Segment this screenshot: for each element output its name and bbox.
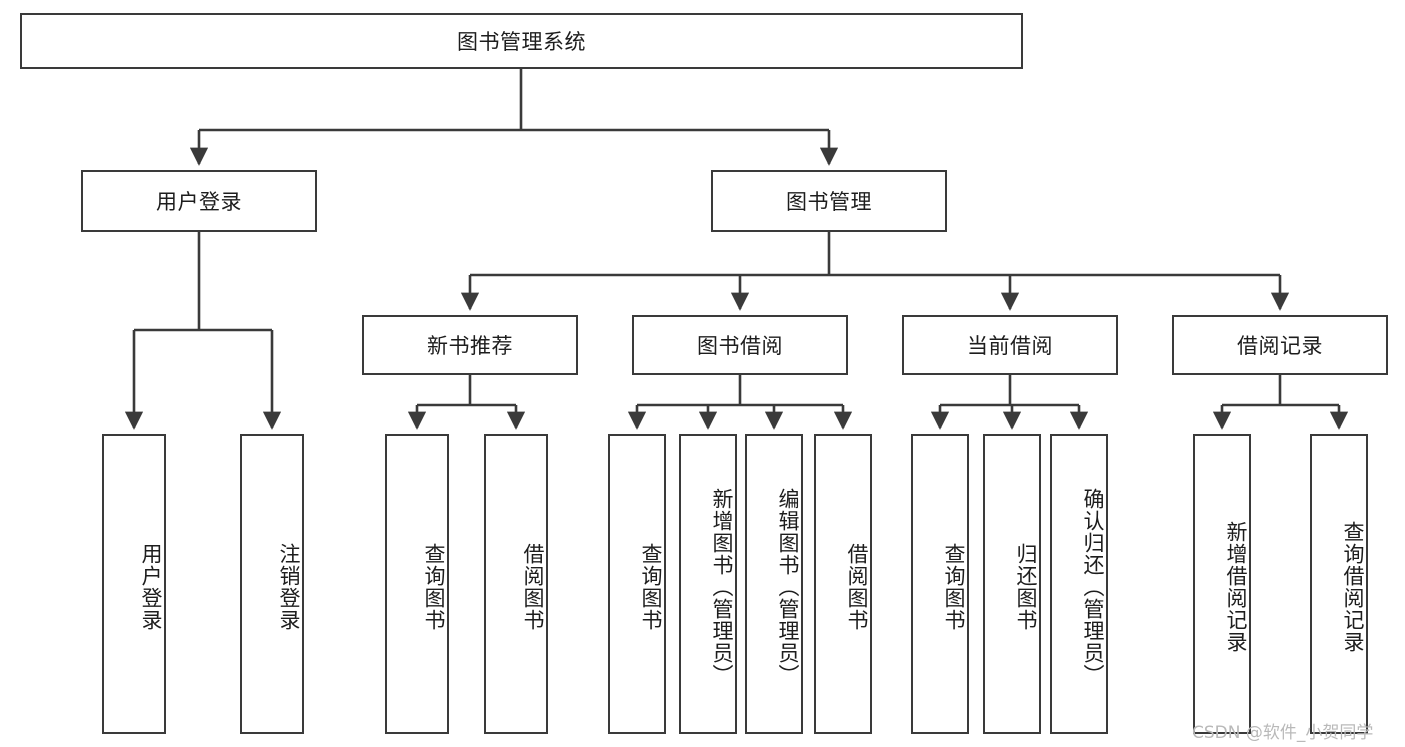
leaf-borrow-book-recommend[interactable]: 借阅图书 (484, 434, 548, 734)
node-current-borrow[interactable]: 当前借阅 (902, 315, 1118, 375)
leaf-edit-book-admin-label: 编辑图书（管理员） (776, 488, 800, 686)
leaf-borrow-book-label: 借阅图书 (845, 543, 869, 631)
node-book-management-label: 图书管理 (786, 190, 872, 214)
leaf-query-book-current[interactable]: 查询图书 (911, 434, 969, 734)
node-borrow-record[interactable]: 借阅记录 (1172, 315, 1388, 375)
node-borrow-record-label: 借阅记录 (1237, 334, 1323, 358)
leaf-add-borrow-record[interactable]: 新增借阅记录 (1193, 434, 1251, 734)
leaf-confirm-return-admin[interactable]: 确认归还（管理员） (1050, 434, 1108, 734)
leaf-add-book-admin[interactable]: 新增图书（管理员） (679, 434, 737, 734)
leaf-borrow-book-recommend-label: 借阅图书 (521, 543, 545, 631)
leaf-return-book[interactable]: 归还图书 (983, 434, 1041, 734)
node-current-borrow-label: 当前借阅 (967, 334, 1053, 358)
root-book-management-system[interactable]: 图书管理系统 (20, 13, 1023, 69)
leaf-query-book-recommend[interactable]: 查询图书 (385, 434, 449, 734)
node-new-book-recommend-label: 新书推荐 (427, 334, 513, 358)
leaf-user-login[interactable]: 用户登录 (102, 434, 166, 734)
leaf-add-borrow-record-label: 新增借阅记录 (1224, 521, 1248, 653)
node-user-login-label: 用户登录 (156, 190, 242, 214)
root-label: 图书管理系统 (457, 30, 586, 54)
leaf-user-logout[interactable]: 注销登录 (240, 434, 304, 734)
leaf-query-book-borrow-label: 查询图书 (639, 543, 663, 631)
csdn-watermark: CSDN @软件_小贺同学 (1192, 723, 1374, 743)
node-book-management[interactable]: 图书管理 (711, 170, 947, 232)
node-book-borrow-label: 图书借阅 (697, 334, 783, 358)
node-user-login[interactable]: 用户登录 (81, 170, 317, 232)
node-book-borrow[interactable]: 图书借阅 (632, 315, 848, 375)
leaf-query-borrow-record[interactable]: 查询借阅记录 (1310, 434, 1368, 734)
leaf-confirm-return-admin-label: 确认归还（管理员） (1081, 488, 1105, 686)
leaf-query-book-current-label: 查询图书 (942, 543, 966, 631)
leaf-add-book-admin-label: 新增图书（管理员） (710, 488, 734, 686)
leaf-borrow-book[interactable]: 借阅图书 (814, 434, 872, 734)
leaf-return-book-label: 归还图书 (1014, 543, 1038, 631)
leaf-user-login-label: 用户登录 (139, 543, 163, 631)
leaf-query-borrow-record-label: 查询借阅记录 (1341, 521, 1365, 653)
leaf-edit-book-admin[interactable]: 编辑图书（管理员） (745, 434, 803, 734)
leaf-query-book-recommend-label: 查询图书 (422, 543, 446, 631)
leaf-query-book-borrow[interactable]: 查询图书 (608, 434, 666, 734)
node-new-book-recommend[interactable]: 新书推荐 (362, 315, 578, 375)
leaf-user-logout-label: 注销登录 (277, 543, 301, 631)
